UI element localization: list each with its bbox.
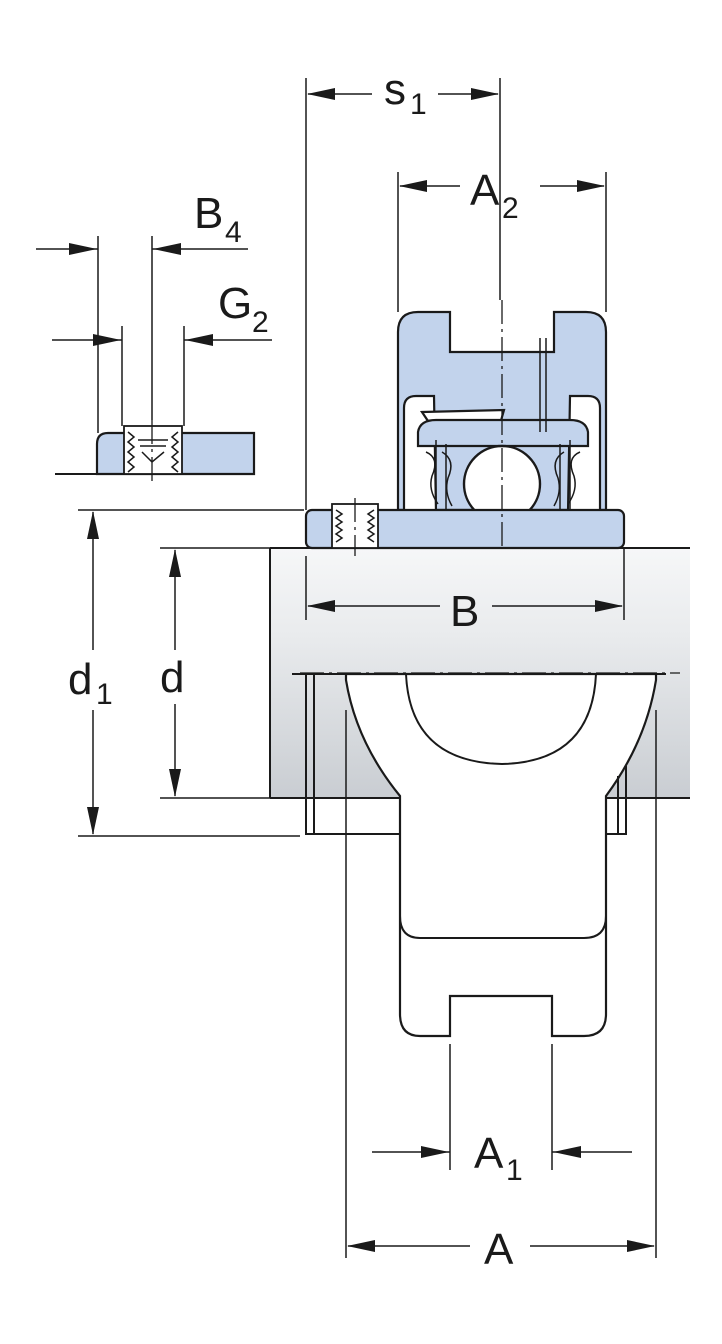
label-d: d bbox=[160, 653, 184, 702]
label-a2-sub: 2 bbox=[502, 192, 519, 225]
label-g2-sub: 2 bbox=[252, 306, 269, 339]
label-d1-sub: 1 bbox=[96, 678, 113, 711]
label-a2: A bbox=[470, 166, 500, 215]
label-a1-sub: 1 bbox=[506, 1154, 523, 1187]
dimension-labels: s 1 A 2 B 4 G 2 B d 1 d A 1 A bbox=[68, 65, 523, 1274]
dimension-lines bbox=[36, 78, 657, 1258]
label-s1: s bbox=[384, 65, 406, 114]
label-s1-sub: 1 bbox=[410, 88, 427, 121]
grub-screw-detail bbox=[55, 420, 256, 482]
housing-front-view bbox=[292, 672, 666, 1038]
label-a1: A bbox=[474, 1129, 504, 1178]
label-b4: B bbox=[194, 189, 223, 238]
label-b: B bbox=[450, 587, 479, 636]
label-g2: G bbox=[218, 279, 252, 328]
base-collar-section bbox=[304, 498, 626, 556]
label-d1: d bbox=[68, 655, 92, 704]
label-a: A bbox=[484, 1225, 514, 1274]
label-b4-sub: 4 bbox=[225, 216, 242, 249]
